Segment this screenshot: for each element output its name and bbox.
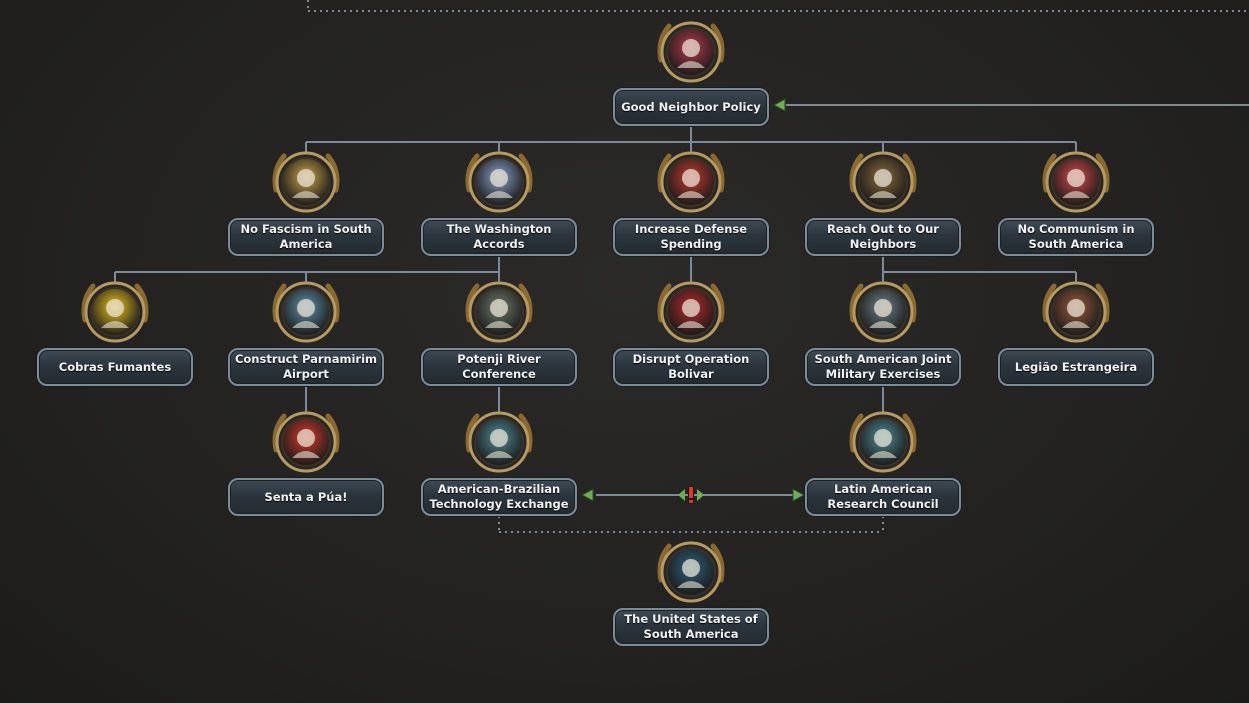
airfield-planes-icon[interactable] [268, 274, 344, 352]
focus-good-neighbor-policy[interactable]: Good Neighbor Policy [613, 14, 769, 134]
focus-label-text: American-Brazilian Technology Exchange [429, 482, 569, 511]
focus-washington-accords[interactable]: The Washington Accords [421, 144, 577, 264]
focus-label-text: The Washington Accords [446, 222, 552, 251]
fasces-wreath-icon[interactable] [268, 144, 344, 222]
focus-research-council[interactable]: Latin American Research Council [805, 404, 961, 524]
americas-globe-icon[interactable] [845, 144, 921, 222]
brazil-map-globe-icon[interactable] [653, 534, 729, 612]
focus-label-plate[interactable]: Legião Estrangeira [998, 348, 1154, 386]
focus-no-communism[interactable]: No Communism in South America [998, 144, 1154, 264]
focus-label-text: Disrupt Operation Bolivar [632, 352, 750, 381]
ostrich-squadron-icon[interactable] [268, 404, 344, 482]
research-flask-icon[interactable] [461, 404, 537, 482]
research-flask-icon[interactable] [845, 404, 921, 482]
smoking-snake-badge-icon[interactable] [77, 274, 153, 352]
focus-bolivar[interactable]: Disrupt Operation Bolivar [613, 274, 769, 394]
focus-cobras-fumantes[interactable]: Cobras Fumantes [37, 274, 193, 394]
spy-hand-icon[interactable] [653, 274, 729, 352]
soldiers-shield-icon[interactable] [845, 274, 921, 352]
red-star-wreath-icon[interactable] [1038, 144, 1114, 222]
focus-parnamirim[interactable]: Construct Parnamirim Airport [228, 274, 384, 394]
focus-label-text: South American Joint Military Exercises [814, 352, 952, 381]
focus-label-plate[interactable]: American-Brazilian Technology Exchange [421, 478, 577, 516]
woman-portrait-roses-icon[interactable] [653, 14, 729, 92]
focus-label-plate[interactable]: No Communism in South America [998, 218, 1154, 256]
focus-label-plate[interactable]: No Fascism in South America [228, 218, 384, 256]
focus-tech-exchange[interactable]: American-Brazilian Technology Exchange [421, 404, 577, 524]
focus-label-plate[interactable]: Reach Out to Our Neighbors [805, 218, 961, 256]
focus-potenji[interactable]: Potenji River Conference [421, 274, 577, 394]
focus-label-plate[interactable]: The Washington Accords [421, 218, 577, 256]
focus-label-text: No Fascism in South America [240, 222, 372, 251]
exclusive-arrow-right-icon [792, 488, 805, 502]
focus-joint-exercises[interactable]: South American Joint Military Exercises [805, 274, 961, 394]
focus-label-text: No Communism in South America [1017, 222, 1135, 251]
focus-label-text: The United States of South America [624, 612, 758, 641]
focus-increase-defense[interactable]: Increase Defense Spending [613, 144, 769, 264]
focus-label-plate[interactable]: Increase Defense Spending [613, 218, 769, 256]
fist-brazil-flags-icon[interactable] [653, 144, 729, 222]
focus-label-text: Good Neighbor Policy [621, 99, 761, 114]
focus-label-text: Construct Parnamirim Airport [234, 352, 378, 381]
focus-label-text: Potenji River Conference [457, 352, 541, 381]
focus-label-text: Legião Estrangeira [1014, 359, 1138, 374]
focus-legiao[interactable]: Legião Estrangeira [998, 274, 1154, 394]
exclusive-arrow-icon [773, 98, 786, 112]
soldier-rifle-icon[interactable] [1038, 274, 1114, 352]
focus-label-plate[interactable]: Good Neighbor Policy [613, 88, 769, 126]
focus-usa-south-america[interactable]: The United States of South America [613, 534, 769, 654]
focus-reach-out[interactable]: Reach Out to Our Neighbors [805, 144, 961, 264]
exclusive-arrow-left-icon [581, 488, 594, 502]
focus-label-text: Cobras Fumantes [58, 359, 172, 374]
focus-label-text: Reach Out to Our Neighbors [827, 222, 939, 251]
conference-photo-icon[interactable] [461, 274, 537, 352]
mutually-exclusive-icon [678, 486, 704, 504]
focus-no-fascism[interactable]: No Fascism in South America [228, 144, 384, 264]
focus-label-plate[interactable]: Cobras Fumantes [37, 348, 193, 386]
us-flag-handshake-icon[interactable] [461, 144, 537, 222]
focus-label-plate[interactable]: Latin American Research Council [805, 478, 961, 516]
focus-senta-a-pua[interactable]: Senta a Púa! [228, 404, 384, 524]
focus-label-plate[interactable]: South American Joint Military Exercises [805, 348, 961, 386]
focus-label-plate[interactable]: Construct Parnamirim Airport [228, 348, 384, 386]
focus-label-plate[interactable]: Senta a Púa! [228, 478, 384, 516]
focus-label-plate[interactable]: Disrupt Operation Bolivar [613, 348, 769, 386]
focus-label-text: Increase Defense Spending [634, 222, 748, 251]
focus-label-text: Senta a Púa! [264, 489, 348, 504]
focus-label-text: Latin American Research Council [827, 482, 939, 511]
focus-label-plate[interactable]: The United States of South America [613, 608, 769, 646]
focus-label-plate[interactable]: Potenji River Conference [421, 348, 577, 386]
